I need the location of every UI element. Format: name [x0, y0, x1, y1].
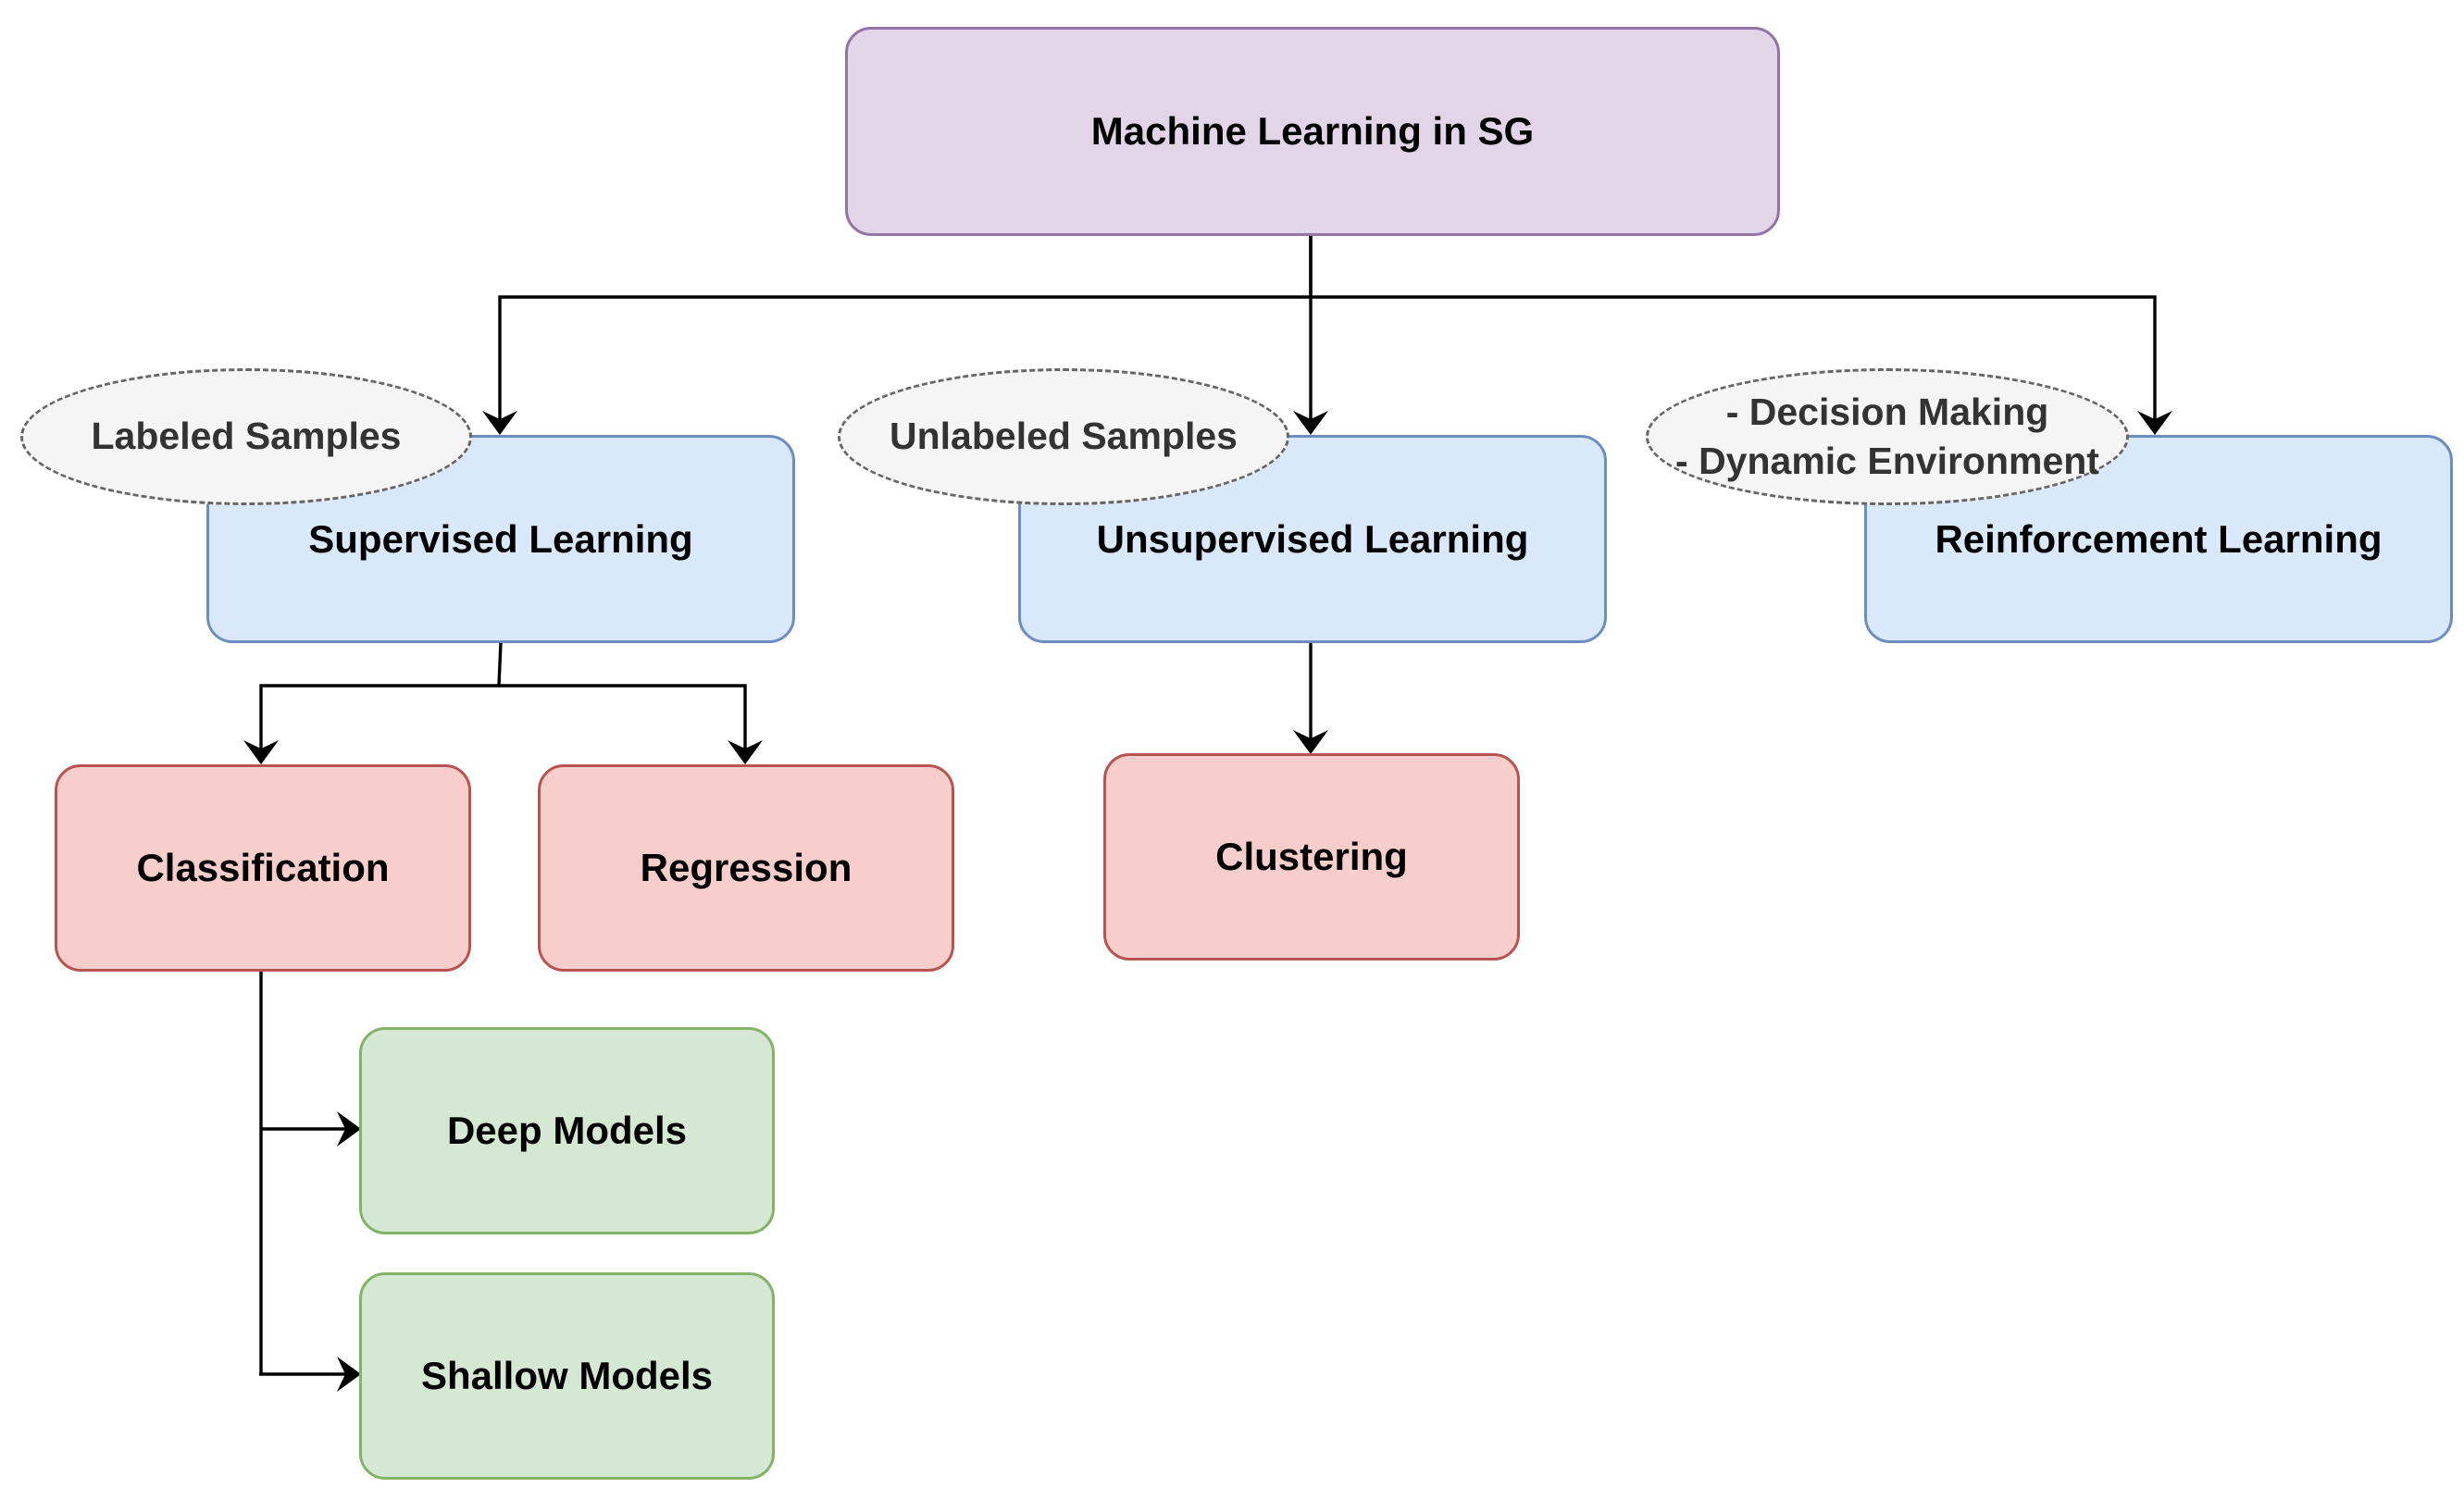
arrowhead-supervised	[482, 411, 517, 435]
dynamic-environment-text: - Dynamic Environment	[1675, 440, 2099, 482]
reinforcement-learning-node: Reinforcement Learning	[1864, 435, 2453, 643]
arrowhead-reinforcement	[2137, 411, 2172, 435]
clustering-label: Clustering	[1215, 835, 1408, 878]
labeled-samples-text: Labeled Samples	[91, 415, 402, 458]
regression-node: Regression	[538, 764, 954, 972]
arrowhead-deep-models	[337, 1111, 361, 1147]
labeled-samples-note: Labeled Samples	[20, 368, 472, 505]
deep-models-node: Deep Models	[359, 1027, 775, 1234]
reinforcement-learning-label: Reinforcement Learning	[1935, 516, 2383, 561]
arrowhead-shallow-models	[337, 1357, 361, 1392]
unlabeled-samples-note: Unlabeled Samples	[838, 368, 1289, 505]
clustering-node: Clustering	[1103, 753, 1520, 961]
unsupervised-learning-label: Unsupervised Learning	[1096, 516, 1529, 561]
edge-supervised-classification	[259, 641, 503, 761]
arrowhead-regression	[728, 740, 763, 764]
arrowhead-clustering	[1293, 730, 1328, 754]
supervised-learning-node: Supervised Learning	[206, 435, 795, 643]
reinforcement-characteristics-note: - Decision Making - Dynamic Environment	[1646, 368, 2129, 505]
unlabeled-samples-text: Unlabeled Samples	[890, 415, 1238, 458]
shallow-models-node: Shallow Models	[359, 1272, 775, 1480]
root-node-label: Machine Learning in SG	[1090, 109, 1535, 153]
arrowhead-unsupervised	[1293, 411, 1328, 435]
classification-node: Classification	[55, 764, 471, 972]
classification-label: Classification	[136, 846, 390, 889]
supervised-learning-label: Supervised Learning	[308, 516, 693, 561]
root-node: Machine Learning in SG	[845, 27, 1780, 236]
arrowhead-classification	[243, 740, 279, 764]
regression-label: Regression	[640, 846, 852, 889]
decision-making-text: - Decision Making	[1725, 390, 2049, 433]
edge-root-reinforcement	[1311, 295, 2157, 430]
deep-models-label: Deep Models	[446, 1109, 688, 1152]
edge-supervised-regression	[499, 684, 747, 761]
shallow-models-label: Shallow Models	[420, 1354, 714, 1397]
